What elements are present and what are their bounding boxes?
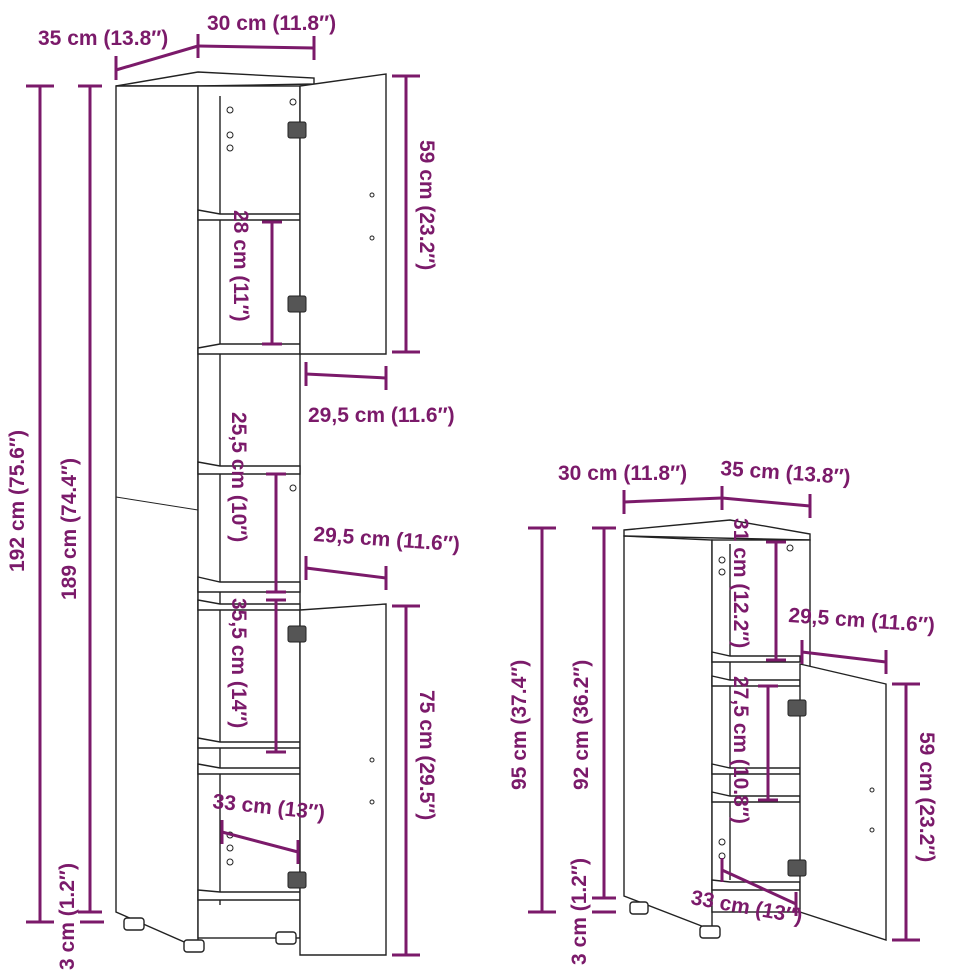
tall-lower-door xyxy=(299,603,387,956)
short-width-label: 30 cm (11.8″) xyxy=(558,462,687,485)
tall-middle-gap-label: 25,5 cm (10″) xyxy=(227,412,250,542)
tall-top-panel xyxy=(115,71,315,87)
short-depth-label: 35 cm (13.8″) xyxy=(720,457,852,489)
tall-cabinet xyxy=(115,71,387,956)
tall-shelf-pin-holes xyxy=(226,98,297,866)
tall-upper-door-knob-2 xyxy=(369,235,375,241)
short-top-panel xyxy=(623,519,811,541)
short-cabinet-body xyxy=(711,539,811,913)
short-legs xyxy=(629,901,721,939)
tall-depth-label: 35 cm (13.8″) xyxy=(38,27,168,50)
short-side-panel xyxy=(623,535,713,932)
tall-side-seam xyxy=(115,496,199,511)
tall-upper-door-height-label: 59 cm (23.2″) xyxy=(415,140,438,270)
short-leg-height-label: 3 cm (1.2″) xyxy=(568,858,591,965)
short-door-knob-2 xyxy=(869,827,875,833)
tall-cabinet-body xyxy=(197,85,301,939)
tall-lower-door-knob-1 xyxy=(369,757,375,763)
short-door-knob-1 xyxy=(869,787,875,793)
tall-upper-door xyxy=(299,73,387,355)
tall-upper-door-knob-1 xyxy=(369,192,375,198)
short-body-height-label: 92 cm (36.2″) xyxy=(570,660,593,790)
tall-width-label: 30 cm (11.8″) xyxy=(207,12,336,35)
tall-inner-width-1-label: 29,5 cm (11.6″) xyxy=(308,404,455,427)
tall-shelf-2 xyxy=(197,343,301,355)
short-shelf-pin-holes xyxy=(718,544,794,860)
tall-lower-shelf-gap-label: 35,5 cm (14″) xyxy=(227,598,250,728)
tall-bottom-shelf xyxy=(197,889,301,901)
tall-total-height-label: 192 cm (75.6″) xyxy=(6,430,29,572)
short-shelf-gap-label: 27,5 cm (10.8″) xyxy=(729,676,752,824)
tall-lower-door-height-label: 75 cm (29.5″) xyxy=(415,690,438,820)
short-door-height-label: 59 cm (23.2″) xyxy=(915,732,938,862)
tall-lower-door-knob-2 xyxy=(369,799,375,805)
short-total-height-label: 95 cm (37.4″) xyxy=(508,660,531,790)
tall-inner-width-2-label: 29,5 cm (11.6″) xyxy=(313,523,461,556)
short-hinge-icons xyxy=(787,699,807,877)
tall-hinge-icons xyxy=(287,121,307,889)
tall-dimension-lines xyxy=(26,34,420,957)
short-cabinet xyxy=(623,519,887,941)
tall-legs xyxy=(123,917,297,953)
tall-side-panel xyxy=(115,85,199,950)
tall-body-height-label: 189 cm (74.4″) xyxy=(58,458,81,600)
short-top-gap-label: 31 cm (12.2″) xyxy=(729,518,752,648)
short-door xyxy=(799,663,887,941)
tall-shelf-3 xyxy=(197,461,301,475)
short-dimension-lines xyxy=(528,486,920,942)
tall-leg-height-label: 3 cm (1.2″) xyxy=(56,863,79,970)
tall-upper-shelf-gap-label: 28 cm (11″) xyxy=(229,210,252,322)
